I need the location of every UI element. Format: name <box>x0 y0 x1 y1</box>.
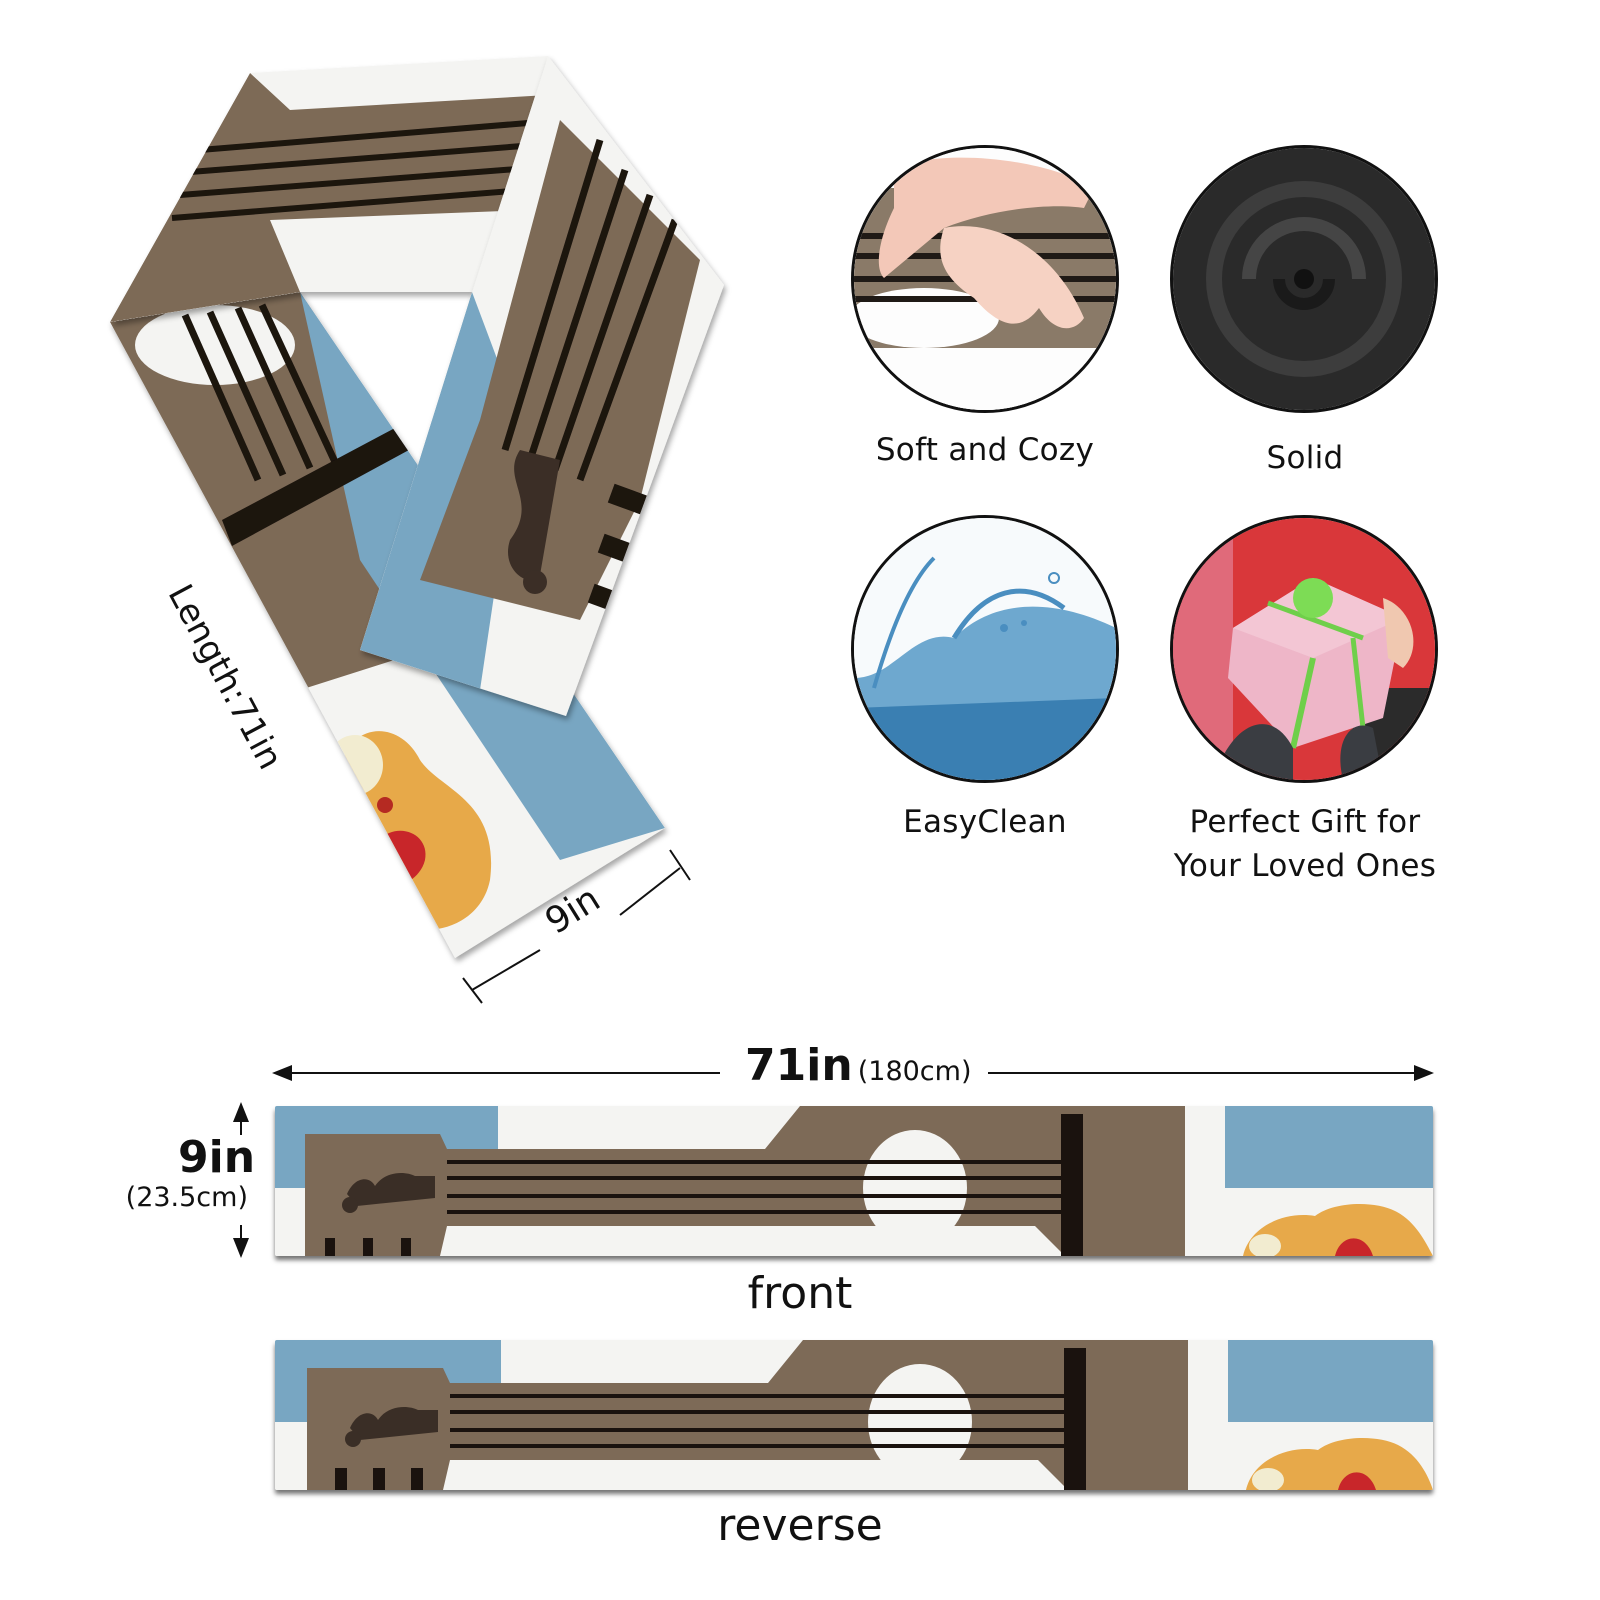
feature-label-gift: Perfect Gift for Your Loved Ones <box>1160 800 1450 888</box>
feature-image-easyclean <box>851 515 1119 783</box>
scarf-reverse-strip <box>275 1340 1433 1490</box>
scarf-front-strip <box>275 1106 1433 1256</box>
length-dimension-label: 71in (180cm) <box>745 1040 971 1091</box>
scarf-reverse-pattern <box>275 1340 1433 1490</box>
folded-scarf-illustration: Length:71in 9in <box>0 0 800 1010</box>
feature-label-gift-line2: Your Loved Ones <box>1173 848 1437 884</box>
length-arrow-line <box>272 1065 1434 1081</box>
feature-label-solid: Solid <box>1266 440 1344 476</box>
feature-label-easyclean: EasyClean <box>903 804 1067 840</box>
reverse-label: reverse <box>717 1500 883 1551</box>
width-dimension-marker <box>462 849 691 1004</box>
folded-scarf-graphic <box>110 56 724 1004</box>
scarf-top-panel <box>110 56 548 322</box>
length-cm: (180cm) <box>857 1056 972 1087</box>
scarf-right-panel <box>360 56 724 716</box>
feature-label-gift-line1: Perfect Gift for <box>1189 804 1421 840</box>
feature-image-solid <box>1170 145 1438 413</box>
width-arrow-line <box>233 1102 249 1258</box>
front-label: front <box>747 1268 853 1319</box>
width-inches: 9in <box>178 1132 256 1183</box>
water-splash-icon <box>854 518 1116 780</box>
feature-label-soft: Soft and Cozy <box>875 432 1095 468</box>
width-cm: (23.5cm) <box>125 1182 248 1213</box>
black-fabric-swirl-icon <box>1173 148 1435 410</box>
feature-image-gift <box>1170 515 1438 783</box>
feature-image-soft <box>851 145 1119 413</box>
length-inches: 71in <box>745 1040 853 1091</box>
gift-box-icon <box>1173 518 1435 780</box>
scarf-front-pattern <box>275 1106 1433 1256</box>
hands-on-fabric-icon <box>854 148 1116 410</box>
